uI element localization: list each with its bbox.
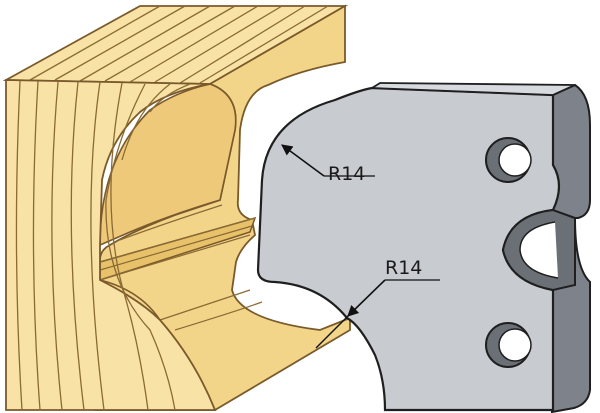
blade-lower-hole	[485, 322, 532, 368]
wood-top-grain	[29, 5, 329, 84]
wood-front-face	[5, 79, 217, 411]
wood-end-grain	[15, 80, 191, 411]
dimension-upper-label: R14	[328, 163, 365, 185]
dimension-lower: R14	[315, 257, 440, 349]
dimension-upper: R14	[281, 144, 375, 185]
wood-workpiece	[2, 4, 351, 411]
blade-upper-hole	[485, 137, 532, 183]
blade-top-edge	[369, 82, 576, 96]
dimension-upper-leader	[281, 144, 325, 177]
cutter-blade	[256, 82, 591, 413]
dimension-lower-leader	[347, 279, 386, 317]
dimension-lower-label: R14	[385, 257, 422, 279]
wood-profile-lines	[99, 204, 263, 331]
wood-profile-side	[93, 4, 351, 411]
